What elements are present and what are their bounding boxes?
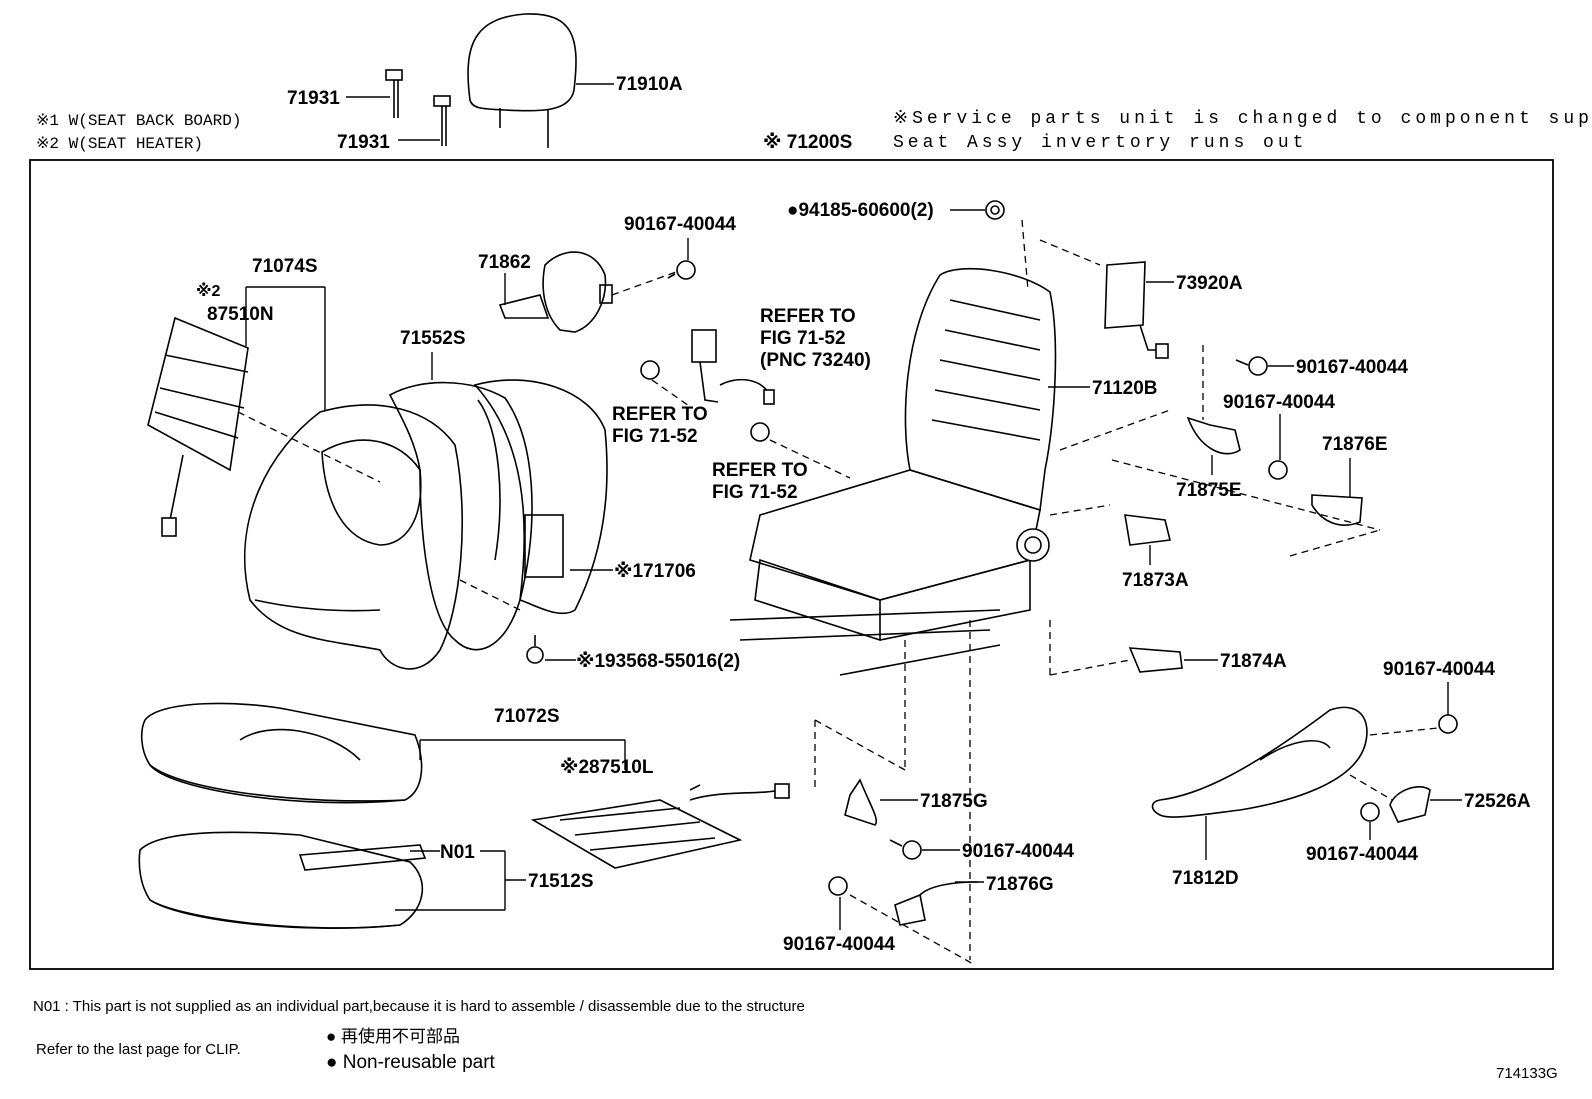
label-71120B: 71120B xyxy=(1092,378,1158,399)
label-71876G: 71876G xyxy=(986,874,1054,895)
seat-belt-buckle xyxy=(691,329,775,405)
screw-90167-g xyxy=(828,876,848,896)
seat-back-pad xyxy=(388,381,533,651)
refer3-line2: FIG 71-52 xyxy=(712,482,798,503)
label-71862: 71862 xyxy=(478,252,531,273)
cover-71876G xyxy=(894,881,979,926)
seat-cushion-heater-mat xyxy=(530,783,790,869)
label-71812D: 71812D xyxy=(1172,868,1239,889)
headrest-guide-upper xyxy=(385,69,403,118)
label-71876E: 71876E xyxy=(1322,434,1388,455)
label-87510N: 87510N xyxy=(207,304,274,325)
headrest-guide-lower xyxy=(433,95,451,146)
label-71552S: 71552S xyxy=(400,328,466,349)
label-93568: ※193568-55016(2) xyxy=(576,651,740,672)
screw-90167-d xyxy=(889,839,922,860)
screw-90167-e xyxy=(1438,714,1458,734)
seat-back-heater-mat xyxy=(147,316,249,537)
lever-knob-72526A xyxy=(1389,786,1431,823)
seat-cushion-cover xyxy=(140,702,423,804)
figure-id: 714133G xyxy=(1496,1065,1558,1082)
label-87510L: ※287510L xyxy=(560,757,654,778)
screw-90167-f xyxy=(1360,802,1380,822)
label-90167c: 90167-40044 xyxy=(1223,392,1335,413)
screw-90167-a xyxy=(667,260,696,280)
seat-back-cover xyxy=(243,404,464,670)
cover-71875G xyxy=(844,778,878,826)
screw-90167-b xyxy=(1235,356,1268,376)
service-note-line1: ※Service parts unit is changed to compon… xyxy=(893,109,1592,129)
n01-footnote: N01 : This part is not supplied as an in… xyxy=(33,998,805,1015)
bolt-refer-2 xyxy=(640,360,660,380)
label-90167b: 90167-40044 xyxy=(1296,357,1408,378)
seat-frame xyxy=(729,267,1057,676)
seat-cushion-pad xyxy=(138,831,427,929)
seat-side-cover-71862 xyxy=(498,251,613,333)
label-90167a: 90167-40044 xyxy=(624,214,736,235)
clip-note: Refer to the last page for CLIP. xyxy=(36,1041,241,1058)
label-94185: ●94185-60600(2) xyxy=(787,200,934,221)
label-71873A: 71873A xyxy=(1122,570,1189,591)
screw-94185 xyxy=(985,200,1005,220)
seat-back-board xyxy=(473,379,608,615)
label-90167e: 90167-40044 xyxy=(1383,659,1495,680)
label-71931b: 71931 xyxy=(337,132,390,153)
label-72526A: 72526A xyxy=(1464,791,1531,812)
clip-93568 xyxy=(526,635,544,664)
label-73920A: 73920A xyxy=(1176,273,1243,294)
label-71072S: 71072S xyxy=(494,706,560,727)
bracket-71874A xyxy=(1128,647,1183,673)
assembly-frame xyxy=(29,159,1554,970)
headrest xyxy=(467,13,577,148)
refer3-line1: REFER TO xyxy=(712,460,808,481)
bolt-refer-3 xyxy=(750,422,770,442)
bracket-71873A xyxy=(1124,514,1171,546)
label-71512S: 71512S xyxy=(528,871,594,892)
refer1-line2: FIG 71-52 xyxy=(760,328,846,349)
refer2-line2: FIG 71-52 xyxy=(612,426,698,447)
refer1-line3: (PNC 73240) xyxy=(760,350,871,371)
label-90167g: 90167-40044 xyxy=(783,934,895,955)
refer1-line1: REFER TO xyxy=(760,306,856,327)
screw-90167-c xyxy=(1268,460,1288,480)
label-71074S: 71074S xyxy=(252,256,318,277)
label-90167f: 90167-40044 xyxy=(1306,844,1418,865)
service-note-line2: Seat Assy invertory runs out xyxy=(893,133,1307,153)
label-N01: N01 xyxy=(440,842,475,863)
note-seat-heater: ※2 W(SEAT HEATER) xyxy=(36,135,203,153)
label-71874A: 71874A xyxy=(1220,651,1287,672)
label-71910A: 71910A xyxy=(616,74,683,95)
label-71706: ※171706 xyxy=(614,561,696,582)
side-airbag-73920A xyxy=(1104,261,1169,359)
label-71875E: 71875E xyxy=(1176,480,1242,501)
refer2-line1: REFER TO xyxy=(612,404,708,425)
seat-side-shield xyxy=(1151,706,1368,818)
label-71875G: 71875G xyxy=(920,791,988,812)
label-87510N-mark: ※2 xyxy=(196,282,221,300)
cover-71875E xyxy=(1186,416,1241,455)
label-90167d: 90167-40044 xyxy=(962,841,1074,862)
cover-71876E xyxy=(1311,494,1363,526)
label-71200S: ※ 71200S xyxy=(763,132,852,153)
label-71931a: 71931 xyxy=(287,88,340,109)
legend-non-reusable-jp: ● 再使用不可部品 xyxy=(326,1026,460,1046)
legend-non-reusable-en: ● Non-reusable part xyxy=(326,1052,496,1073)
note-seat-back-board: ※1 W(SEAT BACK BOARD) xyxy=(36,112,241,130)
